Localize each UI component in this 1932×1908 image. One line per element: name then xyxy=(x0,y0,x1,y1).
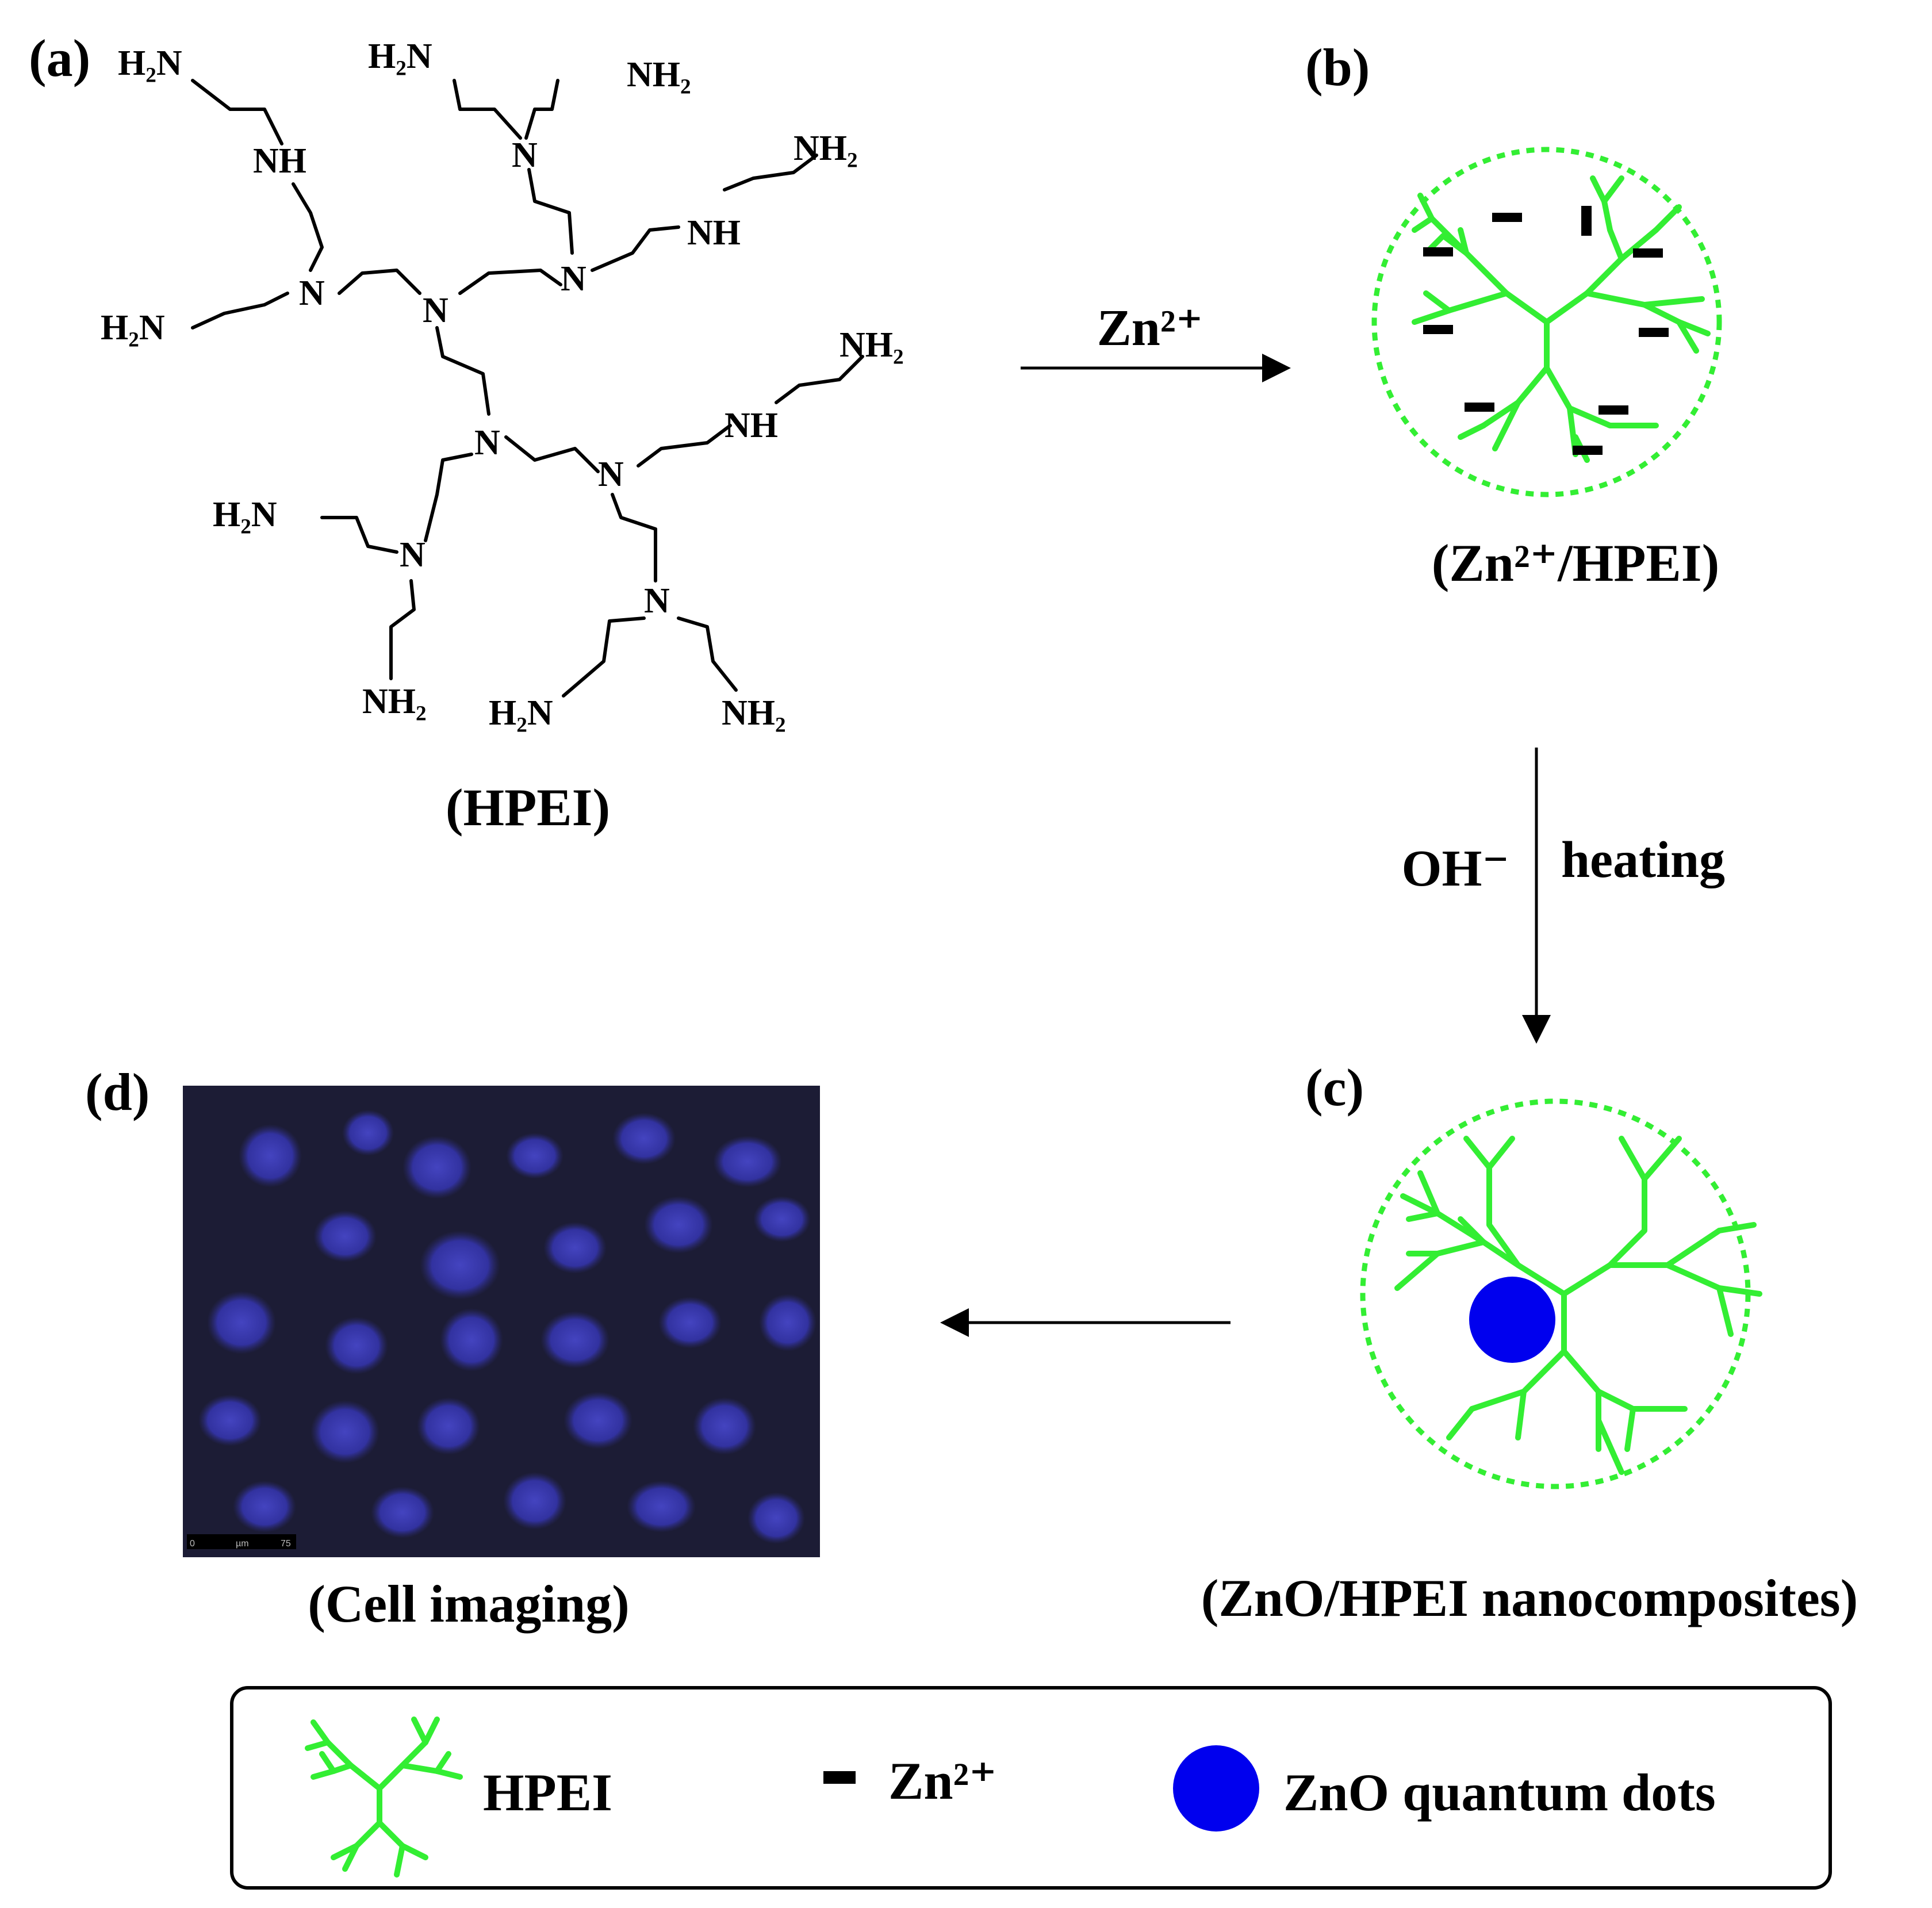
hpei-bonds xyxy=(191,79,864,698)
panel-a-caption: (HPEI) xyxy=(446,778,610,837)
n-label: N xyxy=(561,259,586,298)
n-label: N xyxy=(644,581,670,620)
panel-d: (d) xyxy=(85,1063,820,1633)
panel-a: (a) xyxy=(29,29,904,837)
panel-c: (c) (ZnO/HPEI n xyxy=(1201,1058,1858,1627)
scale-bar-unit: µm xyxy=(236,1539,249,1549)
n-label: N xyxy=(598,455,624,494)
scale-bar-left: 0 xyxy=(190,1539,195,1549)
n-label: N xyxy=(512,136,538,175)
amine-label: H₂N xyxy=(101,308,165,347)
scale-bar: 0 µm 75 xyxy=(187,1534,296,1549)
amine-label: NH₂ xyxy=(627,55,691,94)
amine-label: H₂N xyxy=(118,44,182,83)
dendrimer-icon xyxy=(1412,175,1711,463)
amine-label: NH xyxy=(253,141,306,181)
legend-zn-label: Zn²⁺ xyxy=(888,1752,997,1810)
amine-label: NH₂ xyxy=(793,129,858,168)
amine-label: NH₂ xyxy=(839,325,904,365)
arrow-a-to-b: Zn²⁺ xyxy=(1021,300,1291,382)
hpei-atom-labels: H₂N H₂N NH₂ NH N NH₂ NH N N N H₂N NH₂ NH… xyxy=(101,37,904,733)
cells xyxy=(198,1110,816,1544)
legend-zno-dot xyxy=(1173,1745,1259,1832)
dendrimer-icon xyxy=(1394,1136,1762,1475)
cell-micrograph: 0 µm 75 xyxy=(183,1086,820,1557)
boundary-circle xyxy=(1360,1098,1751,1489)
amine-label: NH xyxy=(724,406,778,445)
zno-dot xyxy=(1469,1277,1555,1363)
arrow-a-to-b-label: Zn²⁺ xyxy=(1097,300,1203,357)
legend-dendrimer-icon xyxy=(305,1717,463,1878)
panel-d-caption: (Cell imaging) xyxy=(308,1574,630,1633)
panel-c-caption: (ZnO/HPEI nanocomposites) xyxy=(1201,1569,1858,1627)
amine-label: NH₂ xyxy=(362,682,427,721)
legend-box xyxy=(230,1686,1832,1890)
zn-ions xyxy=(1423,206,1669,455)
legend-zn-symbol xyxy=(823,1771,856,1784)
n-label: N xyxy=(474,423,500,462)
n-label: N xyxy=(400,535,425,574)
arrow-b-to-c-label-left: OH⁻ xyxy=(1401,840,1509,897)
panel-d-tag: (d) xyxy=(85,1063,150,1121)
boundary-circle xyxy=(1371,147,1722,497)
panel-c-tag: (c) xyxy=(1305,1058,1364,1117)
panel-b: (b) xyxy=(1305,38,1722,592)
panel-a-tag: (a) xyxy=(29,29,90,87)
legend-hpei-label: HPEI xyxy=(483,1763,612,1822)
amine-label: H₂N xyxy=(368,37,432,76)
amine-label: NH₂ xyxy=(722,694,786,733)
amine-label: H₂N xyxy=(213,495,277,534)
n-label: N xyxy=(423,291,448,330)
arrow-b-to-c: OH⁻ heating xyxy=(1401,748,1725,1044)
scale-bar-right: 75 xyxy=(281,1539,291,1549)
n-label: N xyxy=(299,274,325,313)
panel-b-caption: (Zn²⁺/HPEI) xyxy=(1432,534,1719,592)
amine-label: NH xyxy=(687,213,741,252)
amine-label: H₂N xyxy=(489,694,553,733)
panel-b-tag: (b) xyxy=(1305,38,1370,97)
legend-zno-label: ZnO quantum dots xyxy=(1283,1763,1716,1822)
arrow-b-to-c-label-right: heating xyxy=(1561,832,1725,888)
legend: HPEI Zn²⁺ ZnO quantum dots xyxy=(230,1686,1832,1890)
